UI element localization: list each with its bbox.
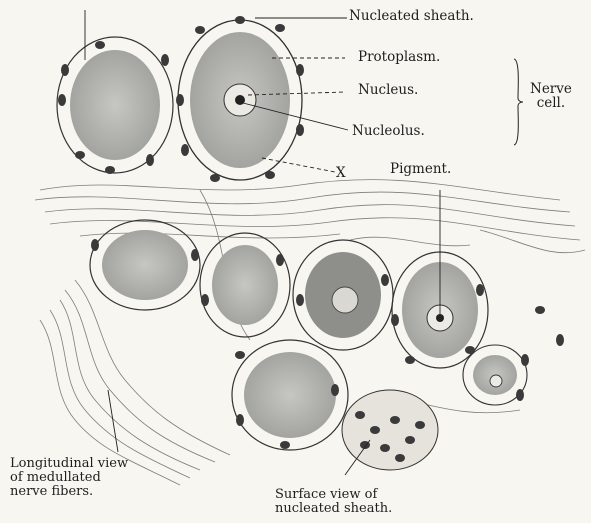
label-nucleolus: Nucleolus.: [352, 124, 425, 138]
label-nerve-cell-line1: Nerve: [530, 82, 572, 96]
nerve-cells: [57, 20, 527, 470]
label-surface-line2: nucleated sheath.: [275, 502, 392, 516]
label-protoplasm: Protoplasm.: [358, 50, 440, 64]
label-longitudinal-line3: nerve fibers.: [10, 485, 128, 499]
label-longitudinal-line1: Longitudinal view: [10, 457, 128, 471]
label-nerve-cell-line2: cell.: [530, 96, 572, 110]
label-surface-line1: Surface view of: [275, 488, 392, 502]
label-nerve-cell: Nerve cell.: [530, 82, 572, 110]
label-longitudinal-view: Longitudinal view of medullated nerve fi…: [10, 457, 128, 499]
nerve-cell-brace: [512, 58, 524, 146]
label-x-mark: X: [336, 166, 346, 180]
label-pigment: Pigment.: [390, 162, 451, 176]
label-nucleated-sheath: Nucleated sheath.: [349, 9, 474, 23]
label-longitudinal-line2: of medullated: [10, 471, 128, 485]
label-surface-view: Surface view of nucleated sheath.: [275, 488, 392, 516]
label-nucleus: Nucleus.: [358, 83, 418, 97]
